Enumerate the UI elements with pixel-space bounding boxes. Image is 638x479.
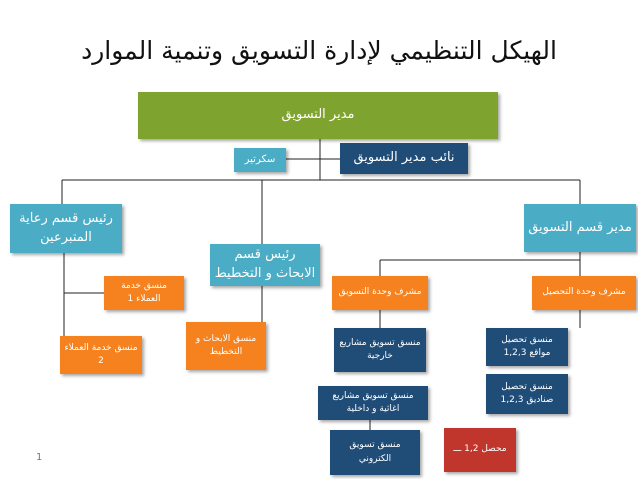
sites-collection-coord-box: منسق تحصيل مواقع 1,2,3 <box>486 328 568 366</box>
research-planning-coord-label: منسق الابحاث و التخطيط <box>195 333 257 357</box>
research-planning-head-box: رئيس قسم الابحاث و التخطيط <box>210 244 320 286</box>
marketing-dept-manager-box: مدير قسم التسويق <box>524 204 636 252</box>
e-marketing-coord-box: منسق تسويق الكتروني <box>330 430 420 475</box>
customer-service-coord-2-label: منسق خدمة العملاء 2 <box>64 342 138 366</box>
research-planning-head-label: رئيس قسم الابحاث و التخطيط <box>214 247 316 281</box>
charity-projects-coord-box: منسق تسويق مشاريع اغاثية و داخلية <box>318 386 428 420</box>
deputy-manager-label: نائب مدير التسويق <box>353 150 455 166</box>
customer-service-coord-2-box: منسق خدمة العملاء 2 <box>60 336 142 374</box>
chart-title: الهيكل التنظيمي لإدارة التسويق وتنمية ال… <box>81 36 557 65</box>
donor-care-head-label: رئيس قسم رعاية المتبرعين <box>19 210 113 245</box>
customer-service-coord-1-box: منسق خدمة العملاء 1 <box>104 276 184 310</box>
collector-box: محصل 1,2 ـــ <box>444 428 516 472</box>
research-planning-coord-box: منسق الابحاث و التخطيط <box>186 322 266 370</box>
external-projects-coord-label: منسق تسويق مشاريع خارجية <box>339 337 421 361</box>
secretary-label: سكرتير <box>244 153 276 165</box>
collector-label: محصل 1,2 ـــ <box>453 444 507 455</box>
sites-collection-coord-label: منسق تحصيل مواقع 1,2,3 <box>501 334 553 358</box>
secretary-box: سكرتير <box>234 148 286 172</box>
marketing-unit-supervisor-box: مشرف وحدة التسويق <box>332 276 428 310</box>
collection-unit-supervisor-box: مشرف وحدة التحصيل <box>532 276 636 310</box>
page-number: 1 <box>36 452 43 463</box>
marketing-manager-label: مدير التسويق <box>281 107 355 123</box>
collection-unit-supervisor-label: مشرف وحدة التحصيل <box>542 287 626 298</box>
customer-service-coord-1-label: منسق خدمة العملاء 1 <box>121 280 167 304</box>
e-marketing-coord-label: منسق تسويق الكتروني <box>349 440 401 464</box>
boxes-collection-coord-label: منسق تحصيل صناديق 1,2,3 <box>500 381 554 405</box>
charity-projects-coord-label: منسق تسويق مشاريع اغاثية و داخلية <box>332 390 414 414</box>
marketing-dept-manager-label: مدير قسم التسويق <box>528 219 632 235</box>
external-projects-coord-box: منسق تسويق مشاريع خارجية <box>334 328 426 372</box>
marketing-manager-box: مدير التسويق <box>138 92 498 139</box>
marketing-unit-supervisor-label: مشرف وحدة التسويق <box>338 287 422 298</box>
donor-care-head-box: رئيس قسم رعاية المتبرعين <box>10 204 122 253</box>
boxes-collection-coord-box: منسق تحصيل صناديق 1,2,3 <box>486 374 568 414</box>
deputy-manager-box: نائب مدير التسويق <box>340 143 468 174</box>
